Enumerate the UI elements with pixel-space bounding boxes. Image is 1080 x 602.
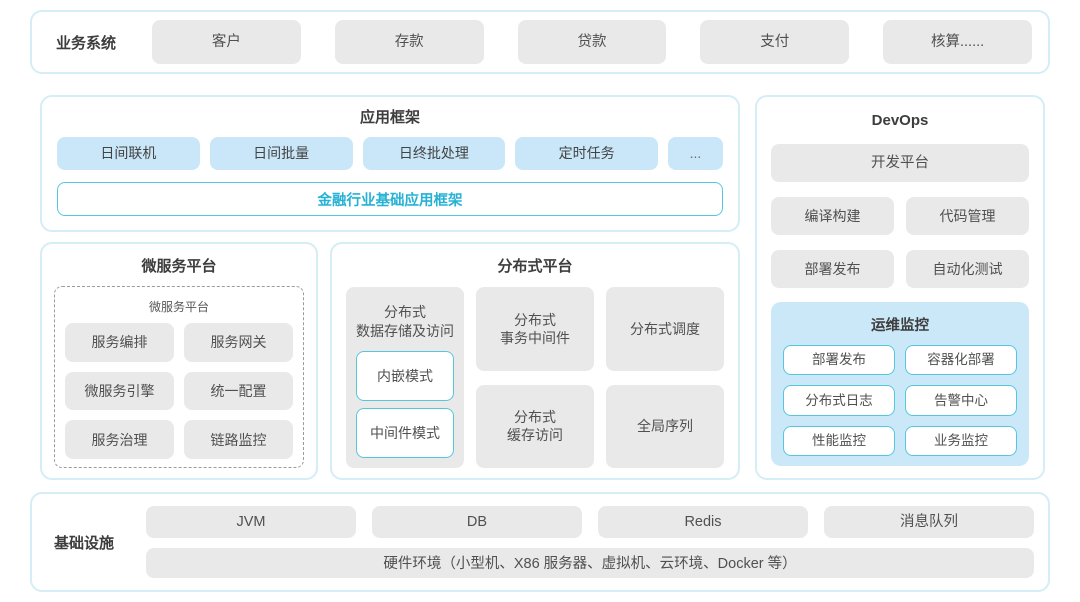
- left-column: 应用框架 日间联机 日间批量 日终批处理 定时任务 ...: [40, 95, 740, 480]
- app-framework-title: 应用框架: [359, 109, 420, 126]
- ops-monitoring-node: 部署发布: [783, 345, 895, 376]
- infrastructure-node: DB: [372, 506, 582, 538]
- ops-monitoring-node: 性能监控: [783, 425, 895, 456]
- distributed-node: 分布式 事务中间件: [476, 287, 594, 371]
- ops-monitoring-modules: 部署发布 容器化部署 分布式日志 告警中心 性能监控 业务监控: [783, 345, 1017, 456]
- devops-section: DevOps 开发平台 编译构建 代码管理 部署发布 自动化测试 运维监控 部: [755, 95, 1045, 480]
- infrastructure-label: 基础设施: [54, 534, 115, 552]
- ops-monitoring-node: 分布式日志: [783, 385, 895, 416]
- dev-platform-node: 开发平台: [771, 144, 1029, 182]
- microservice-node: 链路监控: [184, 420, 293, 459]
- distributed-node: 分布式调度: [606, 287, 724, 371]
- distributed-node: 分布式 缓存访问: [476, 384, 594, 468]
- foundation-framework-node: 金融行业基础应用框架: [57, 182, 723, 216]
- microservice-platform-title: 微服务平台: [141, 258, 217, 275]
- distributed-node: 全局序列: [606, 384, 724, 468]
- ops-monitoring-title: 运维监控: [871, 318, 929, 334]
- platforms-row: 微服务平台 微服务平台 服务编排 服务网关 微服务引擎: [40, 242, 740, 480]
- business-system-node: 存款: [334, 20, 484, 64]
- app-framework-section: 应用框架 日间联机 日间批量 日终批处理 定时任务 ...: [40, 95, 740, 232]
- infrastructure-node: JVM: [146, 506, 356, 538]
- distributed-middle-column: 分布式 事务中间件 分布式 缓存访问: [476, 287, 594, 468]
- ops-monitoring-node: 告警中心: [905, 385, 1017, 416]
- distributed-platform-title: 分布式平台: [497, 258, 573, 275]
- distributed-right-column: 分布式调度 全局序列: [606, 287, 724, 468]
- microservice-node: 服务治理: [65, 420, 174, 459]
- microservice-node: 微服务引擎: [65, 371, 174, 411]
- microservice-inner-group: 微服务平台 服务编排 服务网关 微服务引擎 统一配置: [54, 286, 304, 468]
- infrastructure-section: 基础设施 JVM DB Redis 消息队列 硬件环境（小型机、X86 服务器、…: [30, 492, 1050, 592]
- devops-node: 部署发布: [771, 250, 894, 288]
- infrastructure-node: 消息队列: [824, 506, 1034, 538]
- microservice-node: 服务网关: [184, 323, 293, 362]
- hardware-environment-node: 硬件环境（小型机、X86 服务器、虚拟机、云环境、Docker 等）: [146, 547, 1034, 578]
- app-framework-node: 日终批处理: [362, 137, 506, 170]
- microservice-platform-section: 微服务平台 微服务平台 服务编排 服务网关 微服务引擎: [40, 242, 318, 480]
- business-systems-section: 业务系统 客户 存款 贷款 支付 核算......: [30, 10, 1050, 74]
- business-system-node: 贷款: [517, 20, 667, 64]
- business-system-node: 客户: [152, 20, 301, 64]
- microservice-inner-title: 微服务平台: [148, 300, 209, 314]
- business-systems-label: 业务系统: [56, 34, 117, 52]
- microservice-modules: 服务编排 服务网关 微服务引擎 统一配置 服务治理 链路监控: [65, 323, 293, 459]
- microservice-node: 统一配置: [184, 371, 293, 411]
- middle-row: 应用框架 日间联机 日间批量 日终批处理 定时任务 ...: [40, 95, 1045, 480]
- storage-mode-node: 中间件模式: [356, 407, 454, 458]
- devops-node: 代码管理: [906, 197, 1029, 235]
- ops-monitoring-node: 业务监控: [905, 425, 1017, 456]
- infrastructure-content: JVM DB Redis 消息队列 硬件环境（小型机、X86 服务器、虚拟机、云…: [146, 506, 1034, 578]
- business-systems-list: 客户 存款 贷款 支付 核算......: [152, 20, 1032, 64]
- business-system-node: 支付: [700, 20, 850, 64]
- app-framework-node: 日间联机: [57, 137, 200, 170]
- business-system-node: 核算......: [883, 20, 1032, 64]
- devops-modules: 编译构建 代码管理 部署发布 自动化测试: [771, 197, 1029, 288]
- distributed-storage-label: 分布式 数据存储及访问: [356, 304, 454, 339]
- devops-node: 自动化测试: [906, 250, 1029, 288]
- app-framework-more-node: ...: [668, 137, 723, 170]
- storage-modes-list: 内嵌模式 中间件模式: [356, 350, 454, 458]
- app-framework-node: 日间批量: [209, 137, 353, 170]
- distributed-platform-section: 分布式平台 分布式 数据存储及访问 内嵌模式 中间件模式: [330, 242, 740, 480]
- app-framework-node: 定时任务: [515, 137, 658, 170]
- microservice-node: 服务编排: [65, 323, 174, 362]
- app-framework-modules: 日间联机 日间批量 日终批处理 定时任务 ...: [57, 137, 723, 170]
- infrastructure-node: Redis: [598, 506, 808, 538]
- ops-monitoring-panel: 运维监控 部署发布 容器化部署 分布式日志 告警中心 性能监控 业务监控: [771, 302, 1029, 466]
- devops-title: DevOps: [871, 112, 929, 129]
- devops-node: 编译构建: [771, 197, 894, 235]
- infrastructure-modules: JVM DB Redis 消息队列: [146, 506, 1034, 538]
- storage-mode-node: 内嵌模式: [356, 350, 454, 401]
- distributed-storage-node: 分布式 数据存储及访问 内嵌模式 中间件模式: [346, 287, 464, 468]
- ops-monitoring-node: 容器化部署: [905, 345, 1017, 376]
- distributed-grid: 分布式 数据存储及访问 内嵌模式 中间件模式: [346, 287, 724, 468]
